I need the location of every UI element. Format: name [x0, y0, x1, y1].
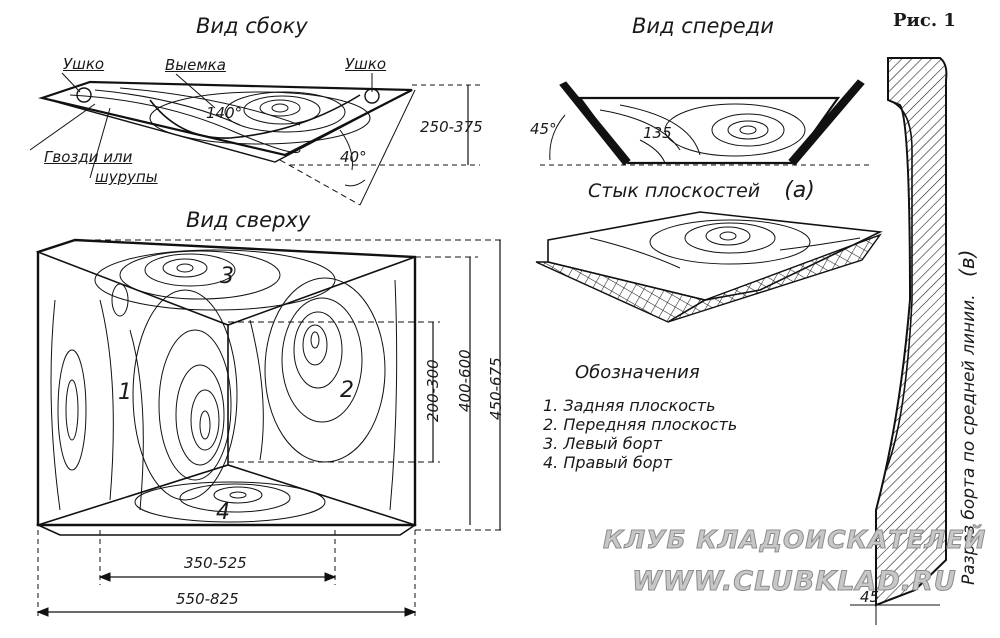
angle-135-label: 135	[643, 124, 672, 142]
section-angle-label: 45	[860, 588, 880, 606]
section-marker: (в)	[955, 249, 979, 277]
joint-hatched-right	[667, 233, 882, 323]
panel-4	[35, 464, 417, 536]
top-view-drawing	[35, 238, 505, 620]
section-profile	[875, 57, 948, 607]
panel-number-1: 1	[118, 380, 132, 405]
legend-title: Обозначения	[575, 362, 700, 383]
panel-2-grain	[249, 277, 398, 511]
dim-450-675: 450-675	[487, 357, 505, 420]
panel-1-grain	[50, 283, 238, 511]
joint-drawing	[535, 211, 883, 323]
panel-4-grain	[134, 481, 326, 523]
ushko-left-label: Ушко	[63, 55, 105, 73]
front-view-drawing	[540, 79, 870, 166]
dim-350-525: 350-525	[184, 554, 247, 572]
dim-550-825: 550-825	[176, 590, 239, 608]
ushko-left	[76, 87, 92, 103]
nails-label-line1: Гвозди или	[44, 148, 133, 166]
side-wood-grain	[69, 87, 371, 153]
top-view-title: Вид сверху	[186, 208, 311, 232]
legend-list: 1. Задняя плоскость 2. Передняя плоскост…	[543, 396, 737, 472]
dim-400-600: 400-600	[456, 349, 474, 412]
legend-item: 4. Правый борт	[543, 453, 673, 472]
legend-item: 3. Левый борт	[543, 434, 662, 453]
panel-number-3: 3	[220, 264, 234, 289]
section-drawing	[850, 57, 948, 625]
joint-marker: (а)	[784, 178, 815, 203]
dim-200-300: 200-300	[424, 359, 442, 422]
legend-item: 2. Передняя плоскость	[543, 415, 738, 434]
figure-label: Рис. 1	[893, 10, 956, 31]
panel-number-4: 4	[216, 500, 230, 525]
dim-250-375: 250-375	[420, 118, 483, 136]
vyemka-curve	[149, 94, 361, 139]
panel-number-2: 2	[340, 378, 354, 403]
angle-140-label: 140°	[206, 104, 243, 122]
side-view-drawing	[29, 72, 480, 206]
panel-3-grain	[94, 249, 336, 311]
front-view-title: Вид спереди	[632, 14, 774, 38]
angle-45-label: 45°	[530, 120, 557, 138]
joint-caption-text: Стык плоскостей	[588, 180, 761, 202]
joint-caption: Стык плоскостей (а)	[588, 178, 815, 203]
side-view-title: Вид сбоку	[196, 14, 308, 38]
watermark-line1: КЛУБ КЛАДОИСКАТЕЛЕЙ	[602, 525, 987, 555]
front-wood-grain	[599, 103, 806, 157]
legend-item: 1. Задняя плоскость	[543, 396, 716, 415]
nails-label-line2: шурупы	[95, 168, 158, 186]
watermark-line2: WWW.CLUBKLAD.RU	[632, 566, 957, 598]
ushko-right-label: Ушко	[345, 55, 387, 73]
angle-40-label: 40°	[340, 148, 367, 166]
vyemka-label: Выемка	[165, 56, 226, 74]
